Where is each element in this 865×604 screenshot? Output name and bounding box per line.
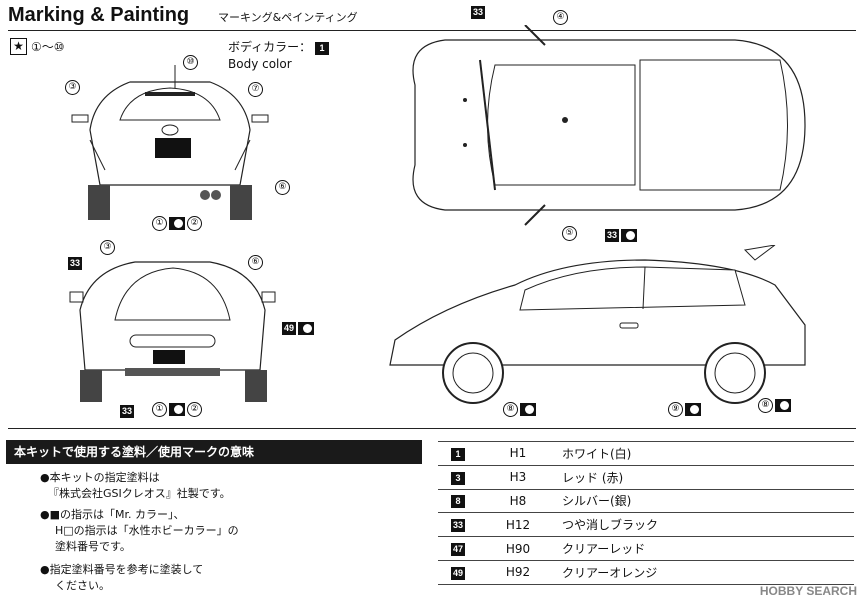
- callout-side-33: 33: [605, 229, 637, 242]
- callout-number: ⑧: [758, 398, 773, 413]
- callout-number: ③: [100, 240, 115, 255]
- callout-side-8b: ⑧: [758, 398, 791, 413]
- callout-number: ⑥: [275, 180, 290, 195]
- paint-hcode: H90: [478, 536, 558, 561]
- callout-number: ⑥: [248, 255, 263, 270]
- paint-table: 1 H1 ホワイト(白) 3 H3 レッド (赤) 8 H8 シルバー(銀) 3…: [438, 441, 854, 585]
- paint-chip: 49: [282, 322, 296, 335]
- paint-code: 3: [451, 471, 465, 485]
- section-divider: [8, 428, 856, 429]
- callout-number: ⑧: [503, 402, 518, 417]
- decal-mark-icon: [685, 403, 701, 416]
- callout-front-1-2: ① ②: [152, 402, 202, 417]
- callout-number: ⑨: [668, 402, 683, 417]
- page-subtitle-jp: マーキング&ペインティング: [218, 11, 358, 24]
- callout-number: ⑩: [183, 55, 198, 70]
- car-top-view: [412, 25, 806, 226]
- callout-rear-7: ⑦: [248, 82, 263, 97]
- callout-front-33a: 33: [68, 257, 82, 270]
- watermark: HOBBY SEARCH: [759, 584, 857, 598]
- paint-code: 47: [451, 543, 465, 557]
- callout-front-6: ⑥: [248, 255, 263, 270]
- paint-code: 8: [451, 495, 465, 509]
- paint-code: 33: [451, 519, 465, 533]
- callout-number: ⑤: [562, 226, 577, 241]
- callout-number: ①: [152, 216, 167, 231]
- paint-chip: 33: [605, 229, 619, 242]
- body-color-en: Body color: [228, 57, 292, 71]
- decal-mark-icon: [169, 403, 185, 416]
- star-range: ①～⑩: [31, 40, 65, 54]
- callout-front-49: 49: [282, 322, 314, 335]
- callout-number: ①: [152, 402, 167, 417]
- paint-name: クリアーオレンジ: [558, 560, 854, 585]
- callout-rear-10: ⑩: [183, 55, 198, 70]
- callout-rear-3: ③: [65, 80, 80, 95]
- callout-number: ②: [187, 216, 202, 231]
- legend-note-3: ●■の指示は「Mr. カラー」、: [40, 508, 185, 521]
- paint-hcode: H92: [478, 560, 558, 585]
- callout-number: ④: [553, 10, 568, 25]
- paint-hcode: H12: [478, 512, 558, 538]
- table-row: 8 H8 シルバー(銀): [438, 489, 854, 514]
- table-row: 33 H12 つや消しブラック: [438, 512, 854, 538]
- body-color-jp: ボディカラー：: [228, 40, 312, 54]
- callout-top-33: 33: [471, 6, 485, 19]
- table-row: 1 H1 ホワイト(白): [438, 441, 854, 466]
- table-row: 47 H90 クリアーレッド: [438, 536, 854, 561]
- paint-name: つや消しブラック: [558, 512, 854, 538]
- legend-note-4: H□の指示は「水性ホビーカラー」の: [55, 524, 239, 537]
- callout-rear-6: ⑥: [275, 180, 290, 195]
- callout-number: ⑦: [248, 82, 263, 97]
- car-rear-view: [71, 65, 269, 220]
- star-icon: ★: [10, 38, 27, 55]
- paint-name: シルバー(銀): [558, 489, 854, 514]
- legend-note-2: 『株式会社GSIクレオス』社製です。: [48, 487, 231, 500]
- table-row: 3 H3 レッド (赤): [438, 465, 854, 490]
- car-front-view: [69, 261, 276, 402]
- callout-front-33b: 33: [120, 405, 134, 418]
- decal-mark-icon: [621, 229, 637, 242]
- paint-chip: 33: [120, 405, 134, 418]
- callout-number: ③: [65, 80, 80, 95]
- callout-side-9: ⑨: [668, 402, 701, 417]
- decal-mark-icon: [169, 217, 185, 230]
- paint-name: ホワイト(白): [558, 441, 854, 466]
- callout-number: ②: [187, 402, 202, 417]
- callout-front-3: ③: [100, 240, 115, 255]
- table-row: 49 H92 クリアーオレンジ: [438, 560, 854, 585]
- paint-name: クリアーレッド: [558, 536, 854, 561]
- legend-note-7: ください。: [55, 579, 110, 592]
- car-side-view: [389, 245, 806, 404]
- paint-chip: 33: [68, 257, 82, 270]
- page-title: Marking & Painting: [8, 4, 190, 26]
- callout-rear-1-2: ① ②: [152, 216, 202, 231]
- paint-chip: 33: [471, 6, 485, 19]
- paint-hcode: H8: [478, 489, 558, 514]
- callout-top-4: ④: [553, 10, 568, 25]
- body-color-note: ボディカラー： 1 Body color: [228, 38, 329, 71]
- callout-top-5: ⑤: [562, 226, 577, 241]
- legend-note-5: 塗料番号です。: [55, 540, 131, 553]
- header-divider: [8, 30, 856, 31]
- decal-mark-icon: [298, 322, 314, 335]
- paint-code: 49: [451, 566, 465, 580]
- legend-note-1: ●本キットの指定塗料は: [40, 471, 160, 484]
- decal-mark-icon: [775, 399, 791, 412]
- body-color-code: 1: [315, 42, 329, 55]
- star-note: ★ ①～⑩: [10, 38, 65, 55]
- legend-note-6: ●指定塗料番号を参考に塗装して: [40, 563, 204, 576]
- paint-name: レッド (赤): [558, 465, 854, 490]
- paint-hcode: H1: [478, 441, 558, 466]
- legend-heading: 本キットで使用する塗料／使用マークの意味: [6, 440, 422, 464]
- paint-code: 1: [451, 447, 465, 461]
- callout-side-8a: ⑧: [503, 402, 536, 417]
- decal-mark-icon: [520, 403, 536, 416]
- paint-hcode: H3: [478, 465, 558, 490]
